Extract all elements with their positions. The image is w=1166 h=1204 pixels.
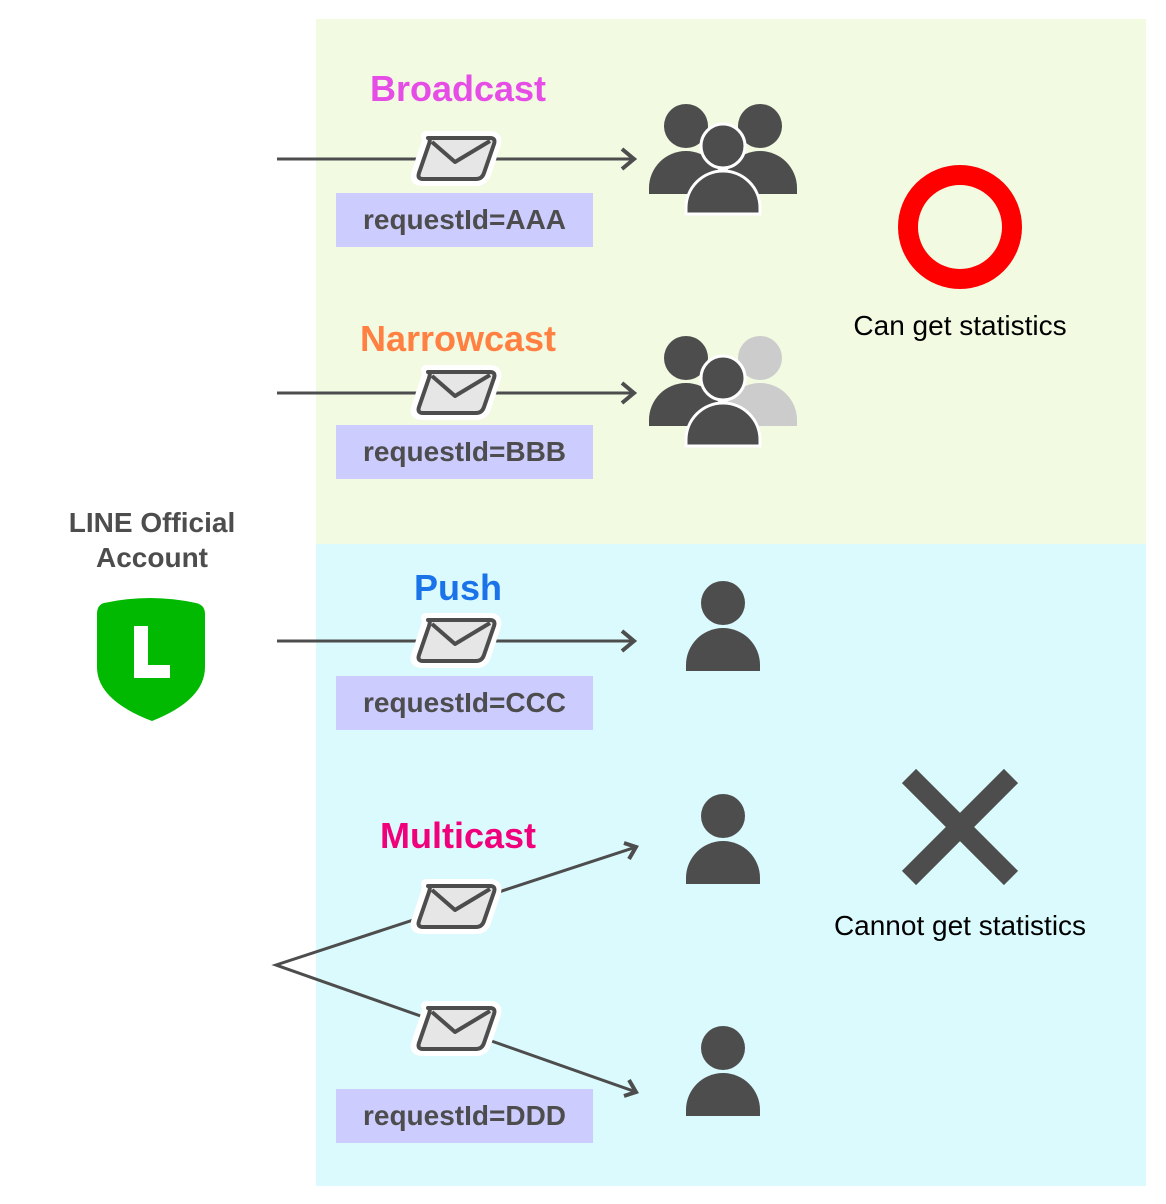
request-id-badge: requestId=BBB xyxy=(336,425,593,479)
single-user-icon xyxy=(686,794,760,1116)
envelope-icon xyxy=(416,884,497,929)
single-user-icon xyxy=(686,581,760,671)
all-users-icon xyxy=(649,104,797,216)
push-label: Push xyxy=(413,567,503,608)
envelope-icon xyxy=(416,1006,497,1051)
cannot-get-statistics-text: Cannot get statistics xyxy=(833,910,1087,941)
line-official-account-logo xyxy=(97,598,205,721)
request-id-badge: requestId=AAA xyxy=(336,193,593,247)
partial-users-icon xyxy=(649,336,797,448)
multicast-label: Multicast xyxy=(379,815,537,856)
account-name: LINE Official Account xyxy=(69,505,235,575)
request-id-badge: requestId=CCC xyxy=(336,676,593,730)
account-name-line1: LINE Official xyxy=(68,507,236,538)
multicast-arrows xyxy=(271,841,639,1098)
circle-o-icon xyxy=(898,165,1022,289)
envelope-icon xyxy=(416,136,497,181)
can-get-statistics-text: Can get statistics xyxy=(853,310,1067,341)
account-name-line2: Account xyxy=(96,542,208,573)
envelope-icon xyxy=(416,618,497,663)
broadcast-label: Broadcast xyxy=(369,68,547,109)
envelope-icon xyxy=(416,370,497,415)
request-id-badge: requestId=DDD xyxy=(336,1089,593,1143)
cross-x-icon xyxy=(901,768,1019,886)
narrowcast-label: Narrowcast xyxy=(359,318,557,359)
